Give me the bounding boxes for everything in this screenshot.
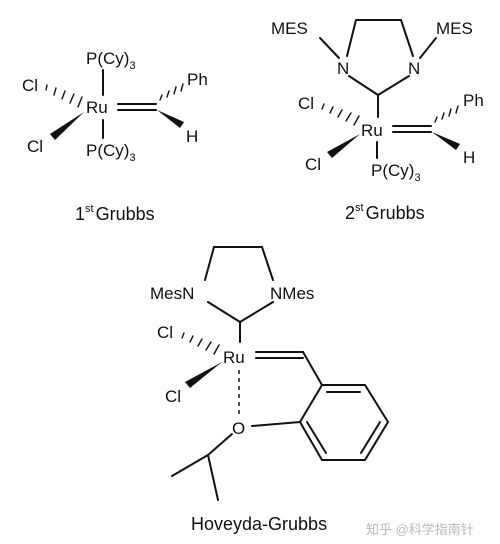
hoveyda-imidazolidine-ring [204, 246, 274, 323]
grubbs2-imidazolidine-ring [346, 19, 414, 96]
grubbs2-hash-bond-ph [434, 105, 459, 123]
hoveyda-structure: MesN NMes Ru Cl Cl O [150, 246, 390, 501]
grubbs2-bond-mes-right [419, 37, 437, 59]
grubbs1-wedge-cl [50, 112, 84, 140]
grubbs1-h: H [186, 127, 198, 146]
grubbs2-h: H [463, 148, 475, 167]
grubbs2-hash-bond-cl [321, 103, 360, 126]
grubbs1-hash-bond-cl [45, 84, 83, 108]
grubbs2-pcy3: P(Cy)3 [371, 161, 421, 184]
grubbs2-mes-right: MES [436, 19, 473, 38]
grubbs2-n-left: N [337, 59, 349, 78]
grubbs1-structure: P(Cy)3 Ru P(Cy)3 Cl Cl Ph H [22, 49, 208, 164]
grubbs2-ru: Ru [361, 121, 383, 140]
grubbs1-pcy3-bottom: P(Cy)3 [86, 141, 136, 164]
hoveyda-bond-methyl-left [171, 454, 209, 477]
hoveyda-bond-o-isopropyl [207, 433, 233, 456]
hoveyda-bond-o-aryl [251, 421, 301, 427]
grubbs2-n-right: N [408, 59, 420, 78]
hoveyda-mesn: MesN [150, 284, 194, 303]
grubbs2-ph: Ph [463, 91, 484, 110]
grubbs1-wedge-h [157, 110, 184, 128]
watermark: 知乎 @科学指南针 [366, 522, 474, 537]
hoveyda-ru: Ru [223, 348, 245, 367]
grubbs1-pcy3-top: P(Cy)3 [86, 49, 136, 72]
hoveyda-o: O [232, 419, 245, 438]
grubbs2-wedge-cl [327, 134, 360, 158]
grubbs2-wedge-h [432, 132, 460, 150]
grubbs1-ru: Ru [86, 98, 108, 117]
grubbs1-ph: Ph [187, 70, 208, 89]
hoveyda-cl-a: Cl [157, 323, 173, 342]
grubbs2-mes-left: MES [271, 19, 308, 38]
hoveyda-cl-b: Cl [165, 387, 181, 406]
grubbs1-hash-bond-ph [159, 83, 184, 101]
hoveyda-wedge-cl [185, 362, 222, 388]
hoveyda-hash-bond-cl [181, 332, 220, 355]
grubbs2-structure: MES MES N N Ru Cl Cl P(Cy)3 [271, 19, 484, 184]
grubbs2-cl-a: Cl [298, 94, 314, 113]
grubbs1-cl-b: Cl [27, 137, 43, 156]
hoveyda-nmes: NMes [270, 284, 314, 303]
grubbs1-cl-a: Cl [22, 76, 38, 95]
hoveyda-benzene-ring [298, 384, 390, 461]
hoveyda-bond-vinyl-aryl [302, 351, 323, 386]
hoveyda-caption: Hoveyda-Grubbs [191, 514, 327, 534]
grubbs2-cl-b: Cl [305, 155, 321, 174]
grubbs2-bond-mes-left [319, 37, 340, 59]
hoveyda-bond-methyl-down [207, 454, 219, 501]
